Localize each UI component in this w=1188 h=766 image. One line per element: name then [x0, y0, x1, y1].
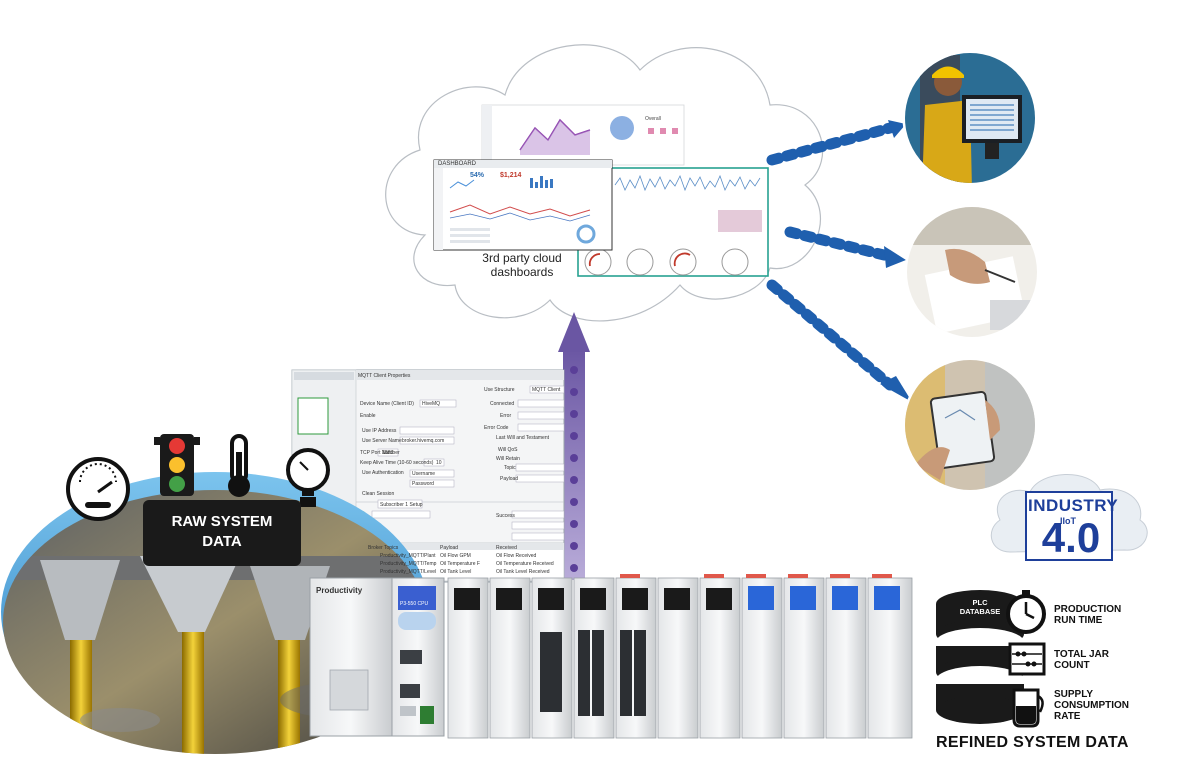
cloud-caption: 3rd party cloud dashboards	[462, 251, 582, 279]
dashboard-title: DASHBOARD	[438, 161, 477, 167]
topic-label: Topic	[504, 465, 516, 471]
col-received: Received	[496, 545, 517, 551]
dashboard-screenshot-right	[577, 167, 769, 277]
plc-rack	[309, 577, 445, 737]
table-row-3-payload: Oil Tank Level	[440, 569, 472, 575]
plc-database-label: PLC DATABASE	[952, 598, 1008, 616]
use-structure-checkbox[interactable]: Use Structure	[484, 387, 515, 393]
metric-2-line1: TOTAL JAR	[1054, 649, 1110, 660]
keep-alive-label: Keep Alive Time (10-60 seconds)	[360, 460, 434, 466]
structure-input[interactable]: MQTT Client	[532, 387, 561, 393]
metric-3-line2: CONSUMPTION	[1054, 700, 1129, 711]
use-auth-checkbox[interactable]: Use Authentication	[362, 470, 404, 476]
plc-database-icon	[936, 590, 1024, 724]
photo-tablet-factory	[902, 357, 1038, 493]
table-row-2-payload: Oil Temperature F	[440, 561, 480, 567]
last-will-checkbox[interactable]: Last Will and Testament	[496, 435, 549, 441]
password-field[interactable]: Password	[412, 481, 434, 487]
table-row-3-topic: Productivity_MQTT/Level	[380, 569, 437, 575]
table-row-3-received: Oil Tank Level Received	[496, 569, 550, 575]
use-server-radio[interactable]: Use Server Name	[362, 438, 402, 444]
table-row-1-received: Oil Flow Received	[496, 553, 537, 559]
raw-line1: RAW SYSTEM	[171, 513, 273, 530]
arrow-to-photo-1	[766, 120, 906, 166]
dashboard-screenshot-front	[433, 159, 613, 251]
tcp-port-label: TCP Port Number	[360, 450, 400, 456]
arrow-up-to-cloud	[558, 312, 590, 580]
beaker-icon	[1012, 688, 1044, 728]
dashboard-kpi-1: 54%	[470, 172, 485, 179]
metric-2-line2: COUNT	[1054, 660, 1090, 671]
plc-db-line2: DATABASE	[959, 607, 1001, 616]
use-ip-radio[interactable]: Use IP Address	[362, 428, 397, 434]
connected-label: Connected	[490, 401, 515, 407]
table-row-2-received: Oil Temperature Received	[496, 561, 554, 567]
enable-label: Enable	[360, 413, 376, 419]
mqtt-window-title: MQTT Client Properties	[358, 373, 411, 379]
svg-text:Overall: Overall	[645, 116, 661, 122]
tcp-port-input[interactable]: 1883	[382, 450, 394, 456]
table-row-2-topic: Productivity_MQTT/Temp	[380, 561, 437, 567]
industry-badge-title: INDUSTRY	[1028, 496, 1119, 515]
stopwatch-icon	[1006, 590, 1046, 634]
server-name-input[interactable]: broker.hivemq.com	[402, 438, 445, 444]
table-row-1-topic: Productivity_MQTT/Plant	[380, 553, 436, 559]
dashboard-kpi-2: $1,214	[500, 172, 522, 179]
metric-1-line1: PRODUCTION	[1054, 604, 1122, 615]
subscriber-tab[interactable]: Subscriber 1 Setup	[380, 502, 423, 508]
refined-system-data-title: REFINED SYSTEM DATA	[936, 734, 1129, 751]
arrow-to-photo-2	[784, 226, 906, 268]
payload-label: Payload	[500, 476, 519, 482]
cloud-caption-line1: 3rd party cloud	[482, 251, 562, 265]
industry-badge-cloud	[990, 474, 1148, 561]
will-qos-label: Will QoS	[498, 447, 518, 453]
clean-session-checkbox[interactable]: Clean Session	[362, 491, 395, 497]
username-field[interactable]: Username	[412, 471, 436, 477]
arrow-to-photo-3	[766, 279, 912, 402]
table-row-1-payload: Oil Flow GPM	[440, 553, 471, 559]
dashboard-screenshot-back: Overall	[481, 104, 685, 166]
success-label: Success	[496, 513, 515, 519]
industry-badge-number: 4.0	[1041, 514, 1101, 561]
error-label: Error	[500, 413, 512, 419]
gauge-icon	[66, 457, 130, 521]
metric-production-run-time: PRODUCTION RUN TIME	[1054, 604, 1121, 626]
metric-supply-consumption-rate: SUPPLY CONSUMPTION RATE	[1054, 689, 1129, 722]
col-payload: Payload	[440, 545, 459, 551]
col-broker-topics: Broker Topics	[368, 545, 399, 551]
plc-db-line1: PLC	[972, 598, 988, 607]
metric-3-line1: SUPPLY	[1054, 689, 1094, 700]
cloud-caption-line2: dashboards	[490, 265, 554, 279]
abacus-counter-icon	[1008, 642, 1046, 676]
photo-writing-notes	[904, 204, 1040, 340]
thermometer-icon	[228, 434, 250, 497]
will-retain-label: Will Retain	[496, 456, 520, 462]
pressure-gauge-icon	[286, 448, 330, 507]
traffic-light-icon	[154, 434, 200, 496]
device-name-label: Device Name (Client ID)	[360, 401, 414, 407]
device-name-input[interactable]: HiveMQ	[422, 401, 441, 407]
photo-worker-monitor	[902, 50, 1038, 186]
raw-system-data-label: RAW SYSTEM DATA	[143, 500, 301, 566]
metric-total-jar-count: TOTAL JAR COUNT	[1054, 649, 1109, 671]
metric-3-line3: RATE	[1054, 711, 1081, 722]
keep-alive-input[interactable]: 10	[436, 460, 442, 466]
industry-badge-iiot: IIoT	[1060, 516, 1076, 526]
error-code-label: Error Code	[484, 425, 509, 431]
metric-1-line2: RUN TIME	[1054, 615, 1103, 626]
raw-line2: DATA	[202, 533, 242, 550]
plc-cpu-label: P3-550 CPU	[400, 601, 429, 607]
plc-brand-label: Productivity	[316, 586, 363, 595]
plc-io-modules	[447, 574, 913, 739]
